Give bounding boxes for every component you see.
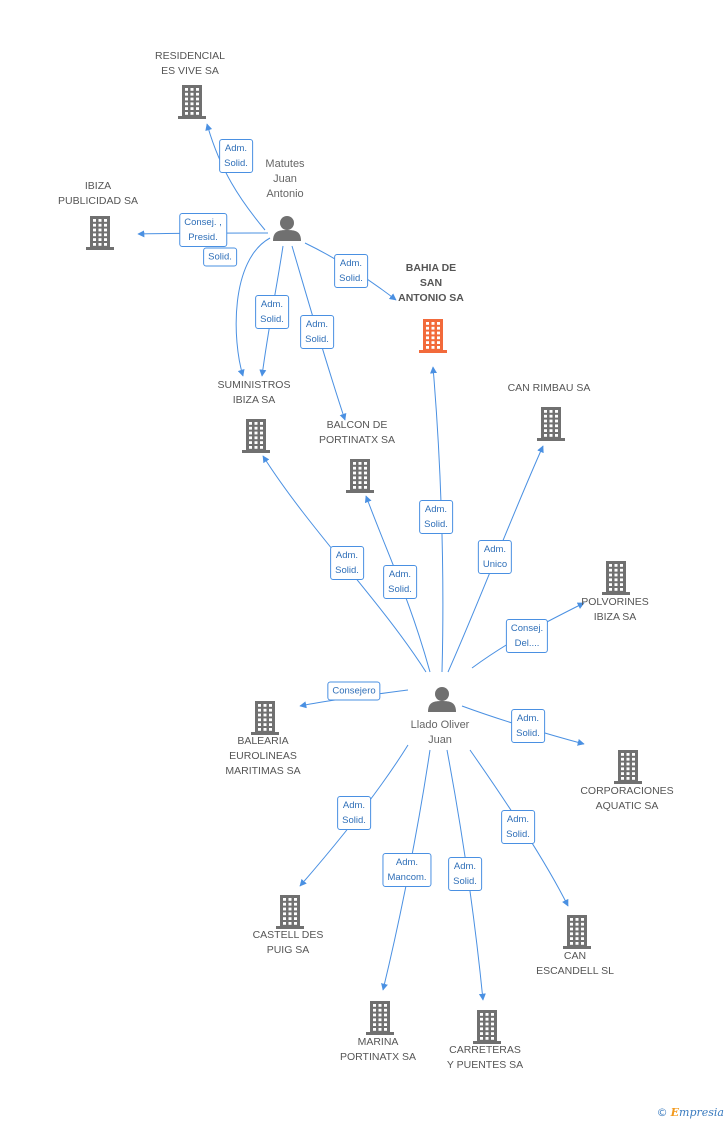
relation-label-llado-can_rimbau[interactable]: Adm. Unico — [477, 540, 513, 574]
person-icon-llado[interactable] — [428, 687, 456, 712]
company-label-castell[interactable]: CASTELL DES PUIG SA — [252, 929, 324, 956]
relation-label-matutes-balcon[interactable]: Adm. Solid. — [300, 315, 334, 349]
building-icon-carreteras[interactable] — [473, 1010, 501, 1044]
building-icon-ibiza_publicidad[interactable] — [86, 216, 114, 250]
relation-label-llado-carreteras[interactable]: Adm. Solid. — [448, 857, 482, 891]
building-icon-bahia[interactable] — [419, 319, 447, 353]
relation-label-llado-corporaciones[interactable]: Adm. Solid. — [511, 709, 545, 743]
building-icon-can_rimbau[interactable] — [537, 407, 565, 441]
company-label-bahia[interactable]: BAHIA DE SAN ANTONIO SA — [398, 262, 464, 304]
company-label-residencial[interactable]: RESIDENCIAL ES VIVE SA — [154, 50, 226, 77]
copyright-symbol: © — [656, 1106, 668, 1119]
company-label-ibiza_publicidad[interactable]: IBIZA PUBLICIDAD SA — [58, 180, 138, 207]
company-label-balearia[interactable]: BALEARIA EUROLINEAS MARITIMAS SA — [225, 735, 301, 777]
relation-edge-matutes-residencial — [205, 123, 266, 231]
building-icon-polvorines[interactable] — [602, 561, 630, 595]
building-icon-can_escandell[interactable] — [563, 915, 591, 949]
relation-label-llado-marina[interactable]: Adm. Mancom. — [382, 853, 432, 887]
relation-label-matutes-bahia[interactable]: Adm. Solid. — [334, 254, 368, 288]
company-label-can_escandell[interactable]: CAN ESCANDELL SL — [536, 950, 614, 977]
building-icon-castell[interactable] — [276, 895, 304, 929]
brand-initial: E — [670, 1106, 680, 1119]
relation-label-llado-can_escandell[interactable]: Adm. Solid. — [501, 810, 535, 844]
relation-label-llado-bahia[interactable]: Adm. Solid. — [419, 500, 453, 534]
relation-label-llado-balcon[interactable]: Adm. Solid. — [383, 565, 417, 599]
relation-edge-matutes-suministros — [235, 237, 271, 377]
building-icon-balcon[interactable] — [346, 459, 374, 493]
company-label-marina[interactable]: MARINA PORTINATX SA — [339, 1036, 417, 1063]
building-icon-suministros[interactable] — [242, 419, 270, 453]
company-label-carreteras[interactable]: CARRETERAS Y PUENTES SA — [446, 1044, 524, 1071]
person-label-matutes[interactable]: Matutes Juan Antonio — [265, 158, 305, 200]
company-label-corporaciones[interactable]: CORPORACIONES AQUATIC SA — [580, 785, 674, 812]
person-icon-matutes[interactable] — [273, 216, 301, 241]
brand-name: mpresia — [679, 1106, 724, 1119]
company-label-can_rimbau[interactable]: CAN RIMBAU SA — [507, 382, 591, 394]
relation-label-matutes-residencial[interactable]: Adm. Solid. — [219, 139, 253, 173]
relation-label-matutes-ibiza_publicidad[interactable]: Consej. , Presid. — [179, 213, 227, 247]
building-icon-balearia[interactable] — [251, 701, 279, 735]
building-icon-corporaciones[interactable] — [614, 750, 642, 784]
relation-label-matutes-suministros[interactable]: Solid. — [203, 247, 237, 267]
relation-label-matutes-suministros[interactable]: Adm. Solid. — [255, 295, 289, 329]
company-label-polvorines[interactable]: POLVORINES IBIZA SA — [581, 596, 649, 623]
company-label-balcon[interactable]: BALCON DE PORTINATX SA — [318, 419, 396, 446]
relation-label-llado-suministros[interactable]: Adm. Solid. — [330, 546, 364, 580]
relation-label-llado-castell[interactable]: Adm. Solid. — [337, 796, 371, 830]
building-icon-residencial[interactable] — [178, 85, 206, 119]
relation-label-llado-polvorines[interactable]: Consej. Del.... — [505, 619, 549, 653]
person-label-llado[interactable]: Llado Oliver Juan — [410, 719, 470, 746]
empresia-logo[interactable]: ©Empresia — [657, 1106, 724, 1119]
building-icon-marina[interactable] — [366, 1001, 394, 1035]
company-label-suministros[interactable]: SUMINISTROS IBIZA SA — [217, 379, 291, 406]
relation-label-llado-balearia[interactable]: Consejero — [327, 681, 381, 701]
